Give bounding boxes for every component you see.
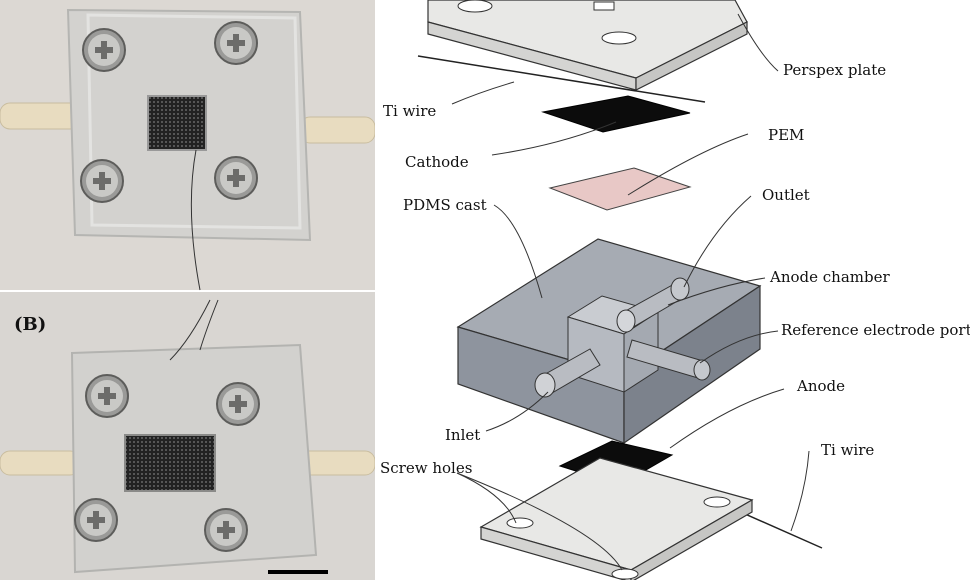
leader-lines [451, 13, 810, 571]
label-perspex-plate: Perspex plate [783, 61, 886, 79]
device-photographs: (B) [0, 0, 375, 580]
photo-a [0, 0, 375, 291]
photo-b-anode-mesh [124, 434, 216, 492]
photo-b: (B) [0, 292, 375, 580]
pdms-cast [456, 238, 762, 445]
bottom-screw-hole [703, 496, 731, 508]
top-plate-window [593, 1, 615, 11]
bottom-screw-hole [611, 568, 639, 580]
scale-bar [268, 570, 328, 574]
label-cathode: Cathode [405, 153, 469, 171]
pem [548, 167, 692, 211]
label-pdms-cast: PDMS cast [403, 196, 487, 214]
bottom-screw-hole [506, 517, 534, 529]
label-screw-holes: Screw holes [380, 459, 472, 477]
label-outlet: Outlet [762, 186, 810, 204]
label-ti-wire-bottom: Ti wire [821, 441, 874, 459]
photo-a-cathode-mesh [147, 95, 207, 151]
bottom-perspex-plate [479, 457, 754, 580]
label-ti-wire-top: Ti wire [383, 102, 436, 120]
top-screw-hole [457, 0, 493, 13]
top-perspex-plate [427, 0, 748, 91]
cathode [541, 95, 691, 133]
top-screw-hole [601, 31, 637, 45]
label-anode: Anode [796, 377, 845, 395]
photo-a-wire [190, 149, 201, 291]
panel-b-label: (B) [14, 314, 46, 335]
label-pem: PEM [768, 126, 804, 144]
ti-wire-top [417, 55, 706, 103]
label-reference-electrode-port: Reference electrode port [781, 321, 970, 339]
label-inlet: Inlet [445, 426, 480, 444]
label-anode-chamber: Anode chamber [769, 268, 890, 286]
